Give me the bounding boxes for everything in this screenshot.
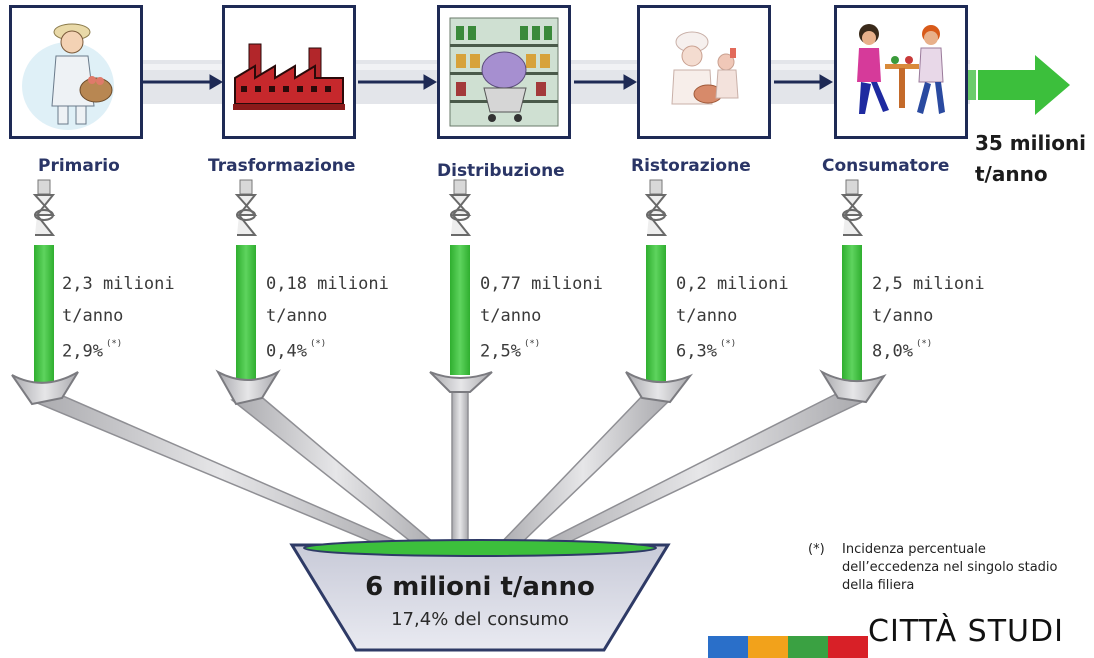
loss-label-trasformazione: 0,18 milioni t/anno 0,4%(*) [266,268,389,368]
loss-label-consumatore: 2,5 milioni t/anno 8,0%(*) [872,268,985,368]
footnote-text: Incidenza percentuale dell’eccedenza nel… [842,542,1058,593]
central-funnel [289,539,671,652]
stage-box-primario [9,5,143,139]
farmer-icon [12,8,140,136]
total-waste-share: 17,4% del consumo [391,609,569,630]
stage-label-distribuzione: Distribuzione [437,161,565,181]
loss-share: 2,9%(*) [62,332,175,368]
stage-label-consumatore: Consumatore [822,156,950,176]
loss-value: 0,77 milioni [480,274,603,294]
stage-label-primario: Primario [38,156,120,176]
loss-share-value: 6,3% [676,341,717,362]
loss-value: 2,3 milioni [62,274,175,294]
stage-box-consumatore [834,5,968,139]
output-amount-line1: 35 milioni [975,131,1087,155]
loss-unit: t/anno [676,306,738,326]
logo-bar-orange [748,636,788,658]
output-amount-line2: t/anno [975,162,1048,186]
loss-unit: t/anno [480,306,542,326]
small-funnels [11,369,887,406]
footnote-ref: (*) [915,339,933,349]
loss-unit: t/anno [62,306,124,326]
total-waste-value: 6 milioni t/anno [365,572,595,602]
chain-arrows [142,74,833,90]
grocery-shelves-icon [440,8,568,136]
footnote-mark: (*) [808,542,825,557]
loss-share: 6,3%(*) [676,332,789,368]
footnote-ref: (*) [309,339,327,349]
diners-icon [837,8,965,136]
loss-value: 2,5 milioni [872,274,985,294]
loss-unit: t/anno [266,306,328,326]
footnote-ref: (*) [105,339,123,349]
loss-label-distribuzione: 0,77 milioni t/anno 2,5%(*) [480,268,603,368]
chef-icon [640,8,768,136]
loss-label-ristorazione: 0,2 milioni t/anno 6,3%(*) [676,268,789,368]
stage-label-trasformazione: Trasformazione [208,156,356,176]
stage-label-ristorazione: Ristorazione [631,156,751,176]
loss-share-value: 8,0% [872,341,913,362]
loss-unit: t/anno [872,306,934,326]
logo-bar-green [788,636,828,658]
output-arrow [958,55,1070,115]
stage-box-ristorazione [637,5,771,139]
valves [32,179,864,385]
pipes [27,379,869,553]
footnote-ref: (*) [719,339,737,349]
loss-share-value: 2,5% [480,341,521,362]
stage-box-distribuzione [437,5,571,139]
loss-value: 0,18 milioni [266,274,389,294]
publisher-name: CITTÀ STUDI [868,614,1064,649]
logo-bar-blue [708,636,748,658]
output-amount: 35 milioni t/anno [975,128,1086,190]
loss-share-value: 2,9% [62,341,103,362]
factory-icon [225,8,353,136]
loss-label-primario: 2,3 milioni t/anno 2,9%(*) [62,268,175,368]
logo-bar-red [828,636,868,658]
loss-share: 8,0%(*) [872,332,985,368]
publisher-logo [708,626,1088,658]
loss-value: 0,2 milioni [676,274,789,294]
loss-share: 0,4%(*) [266,332,389,368]
stage-box-trasformazione [222,5,356,139]
footnote-ref: (*) [523,339,541,349]
loss-share: 2,5%(*) [480,332,603,368]
loss-share-value: 0,4% [266,341,307,362]
